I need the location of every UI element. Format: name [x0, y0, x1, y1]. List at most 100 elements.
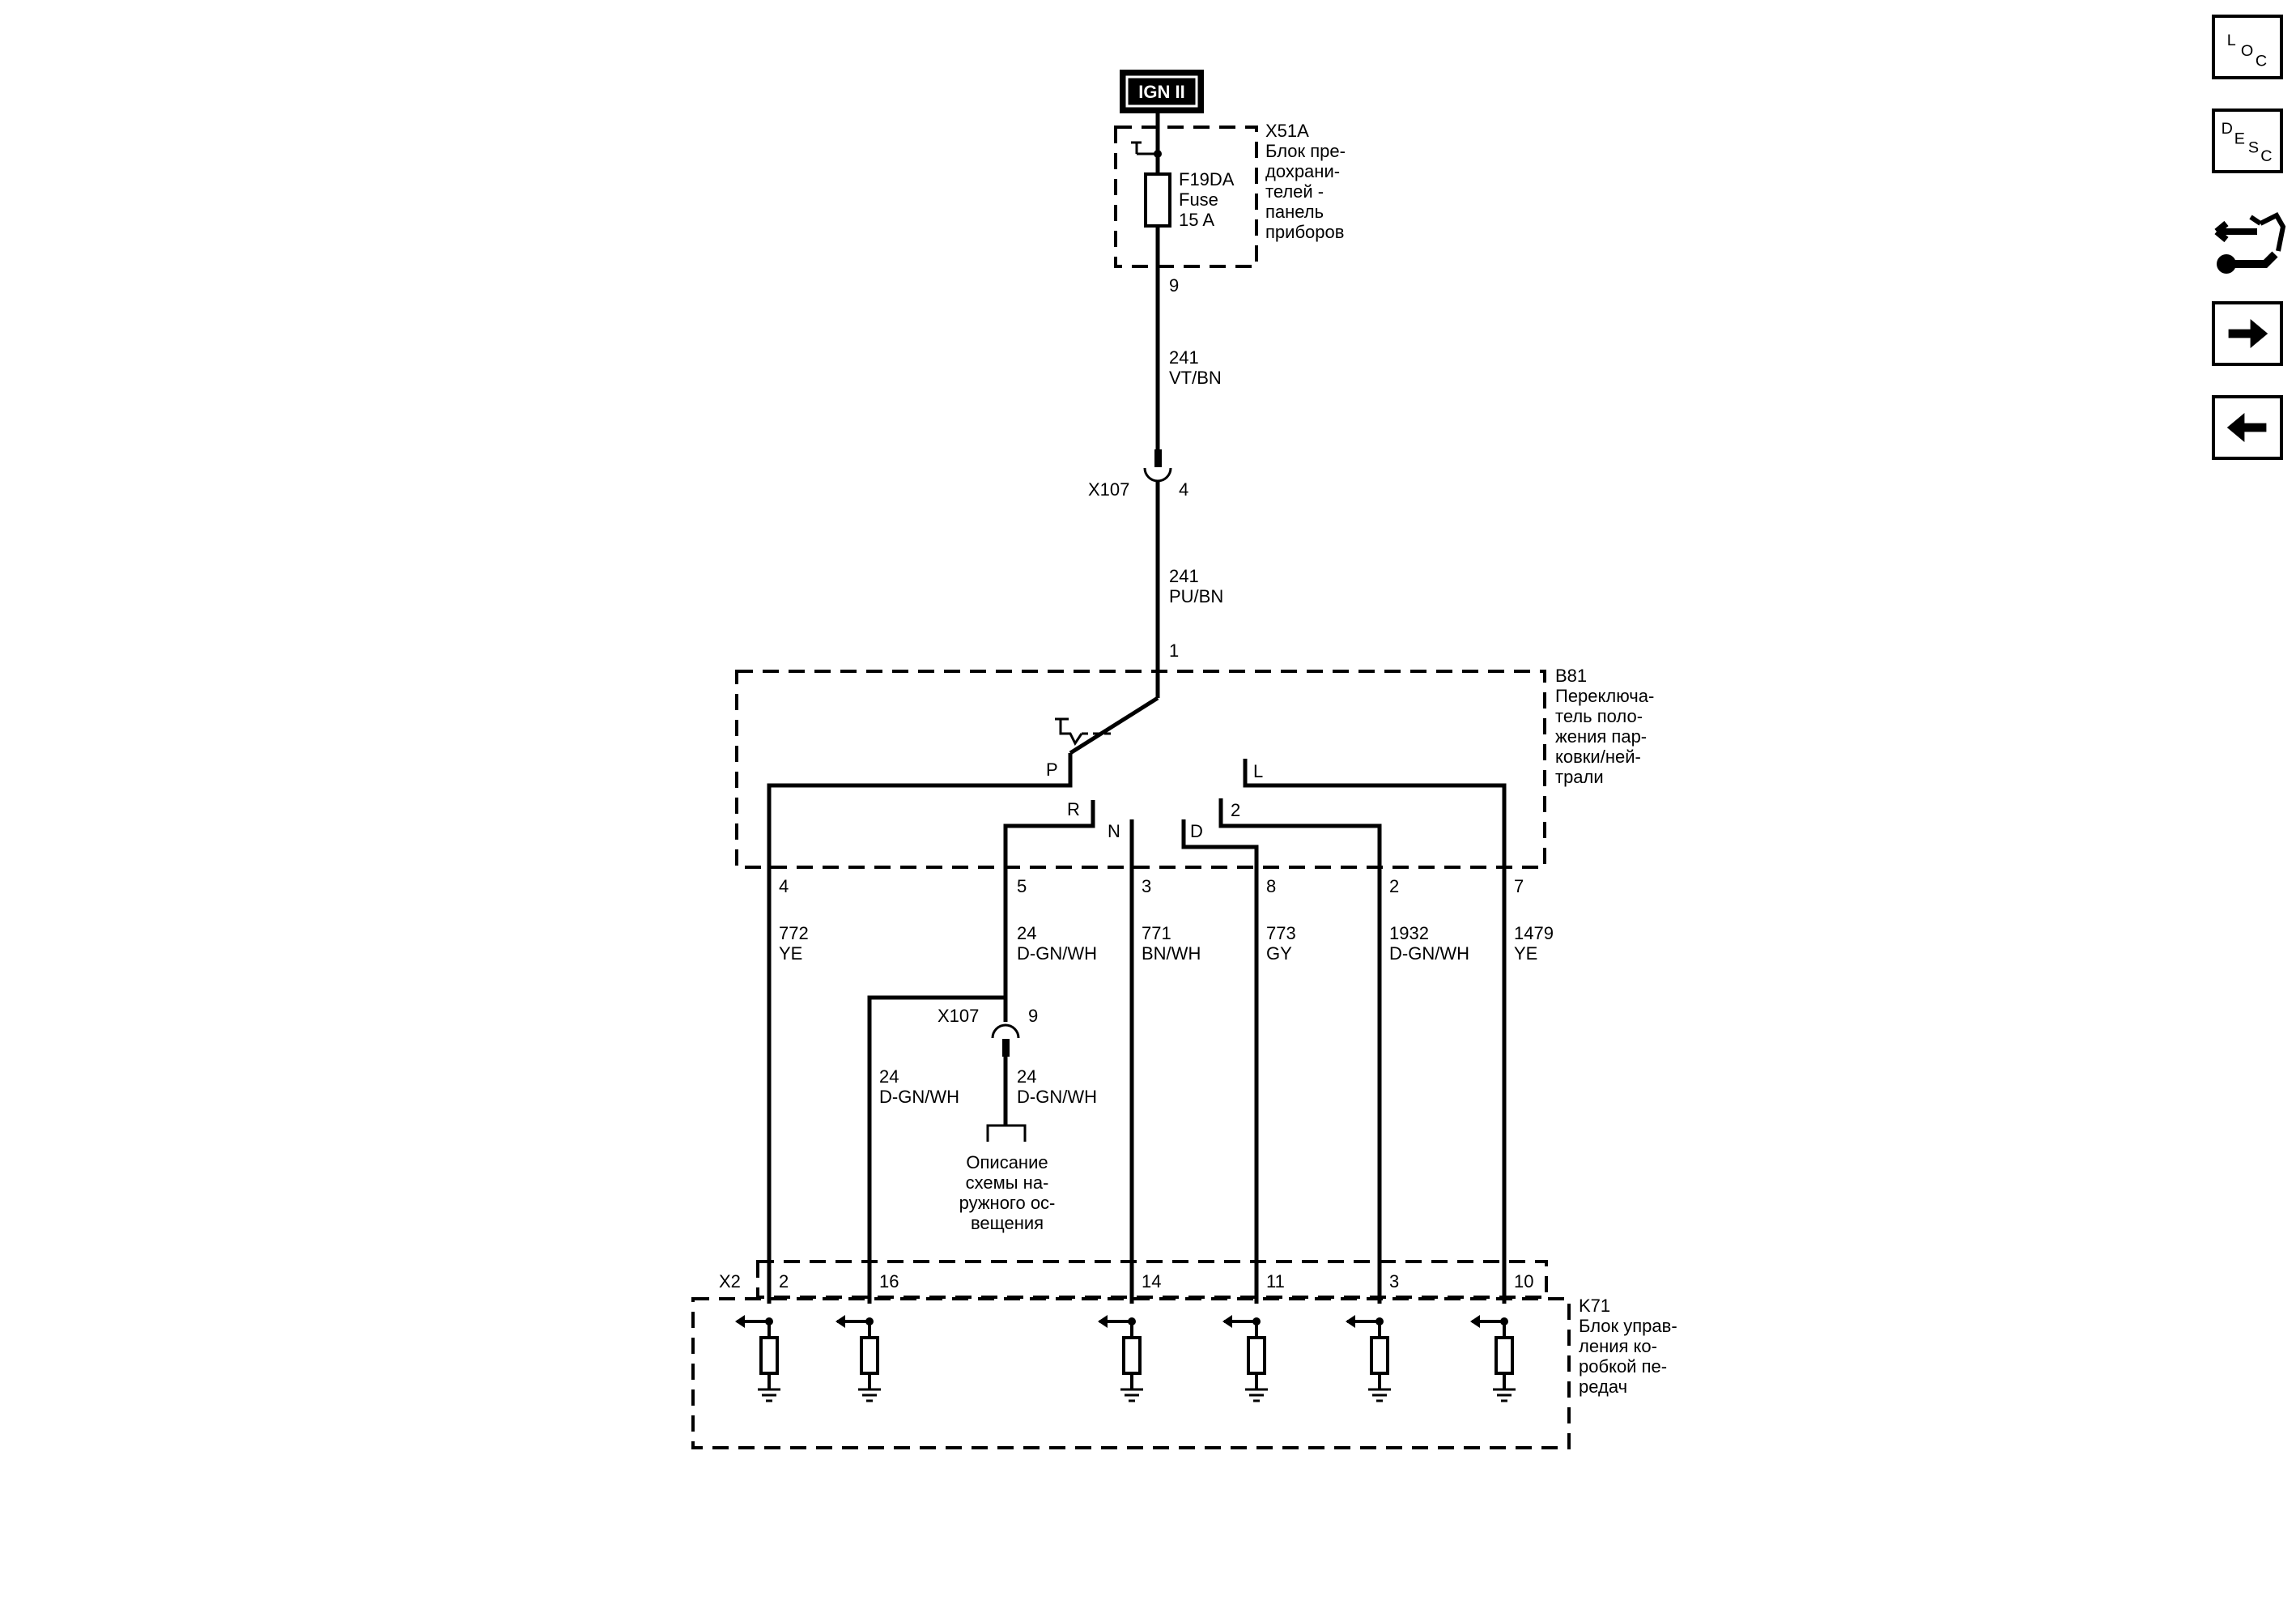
fuse-block-name-4: панель: [1265, 202, 1324, 222]
lighting-ref-line-2[interactable]: схемы на-: [966, 1172, 1049, 1193]
wire-top-color: VT/BN: [1169, 368, 1222, 388]
wire-772-color: YE: [779, 943, 802, 964]
desc-letter-s: S: [2248, 138, 2259, 156]
fuse-type: Fuse: [1179, 189, 1218, 210]
inline-connector-pin-top: 4: [1179, 479, 1188, 500]
inline-connector-id: X107: [1088, 479, 1129, 500]
switch-id: B81: [1555, 666, 1587, 686]
connector-end-view-icon: [2214, 212, 2286, 274]
desc-letter-c: C: [2260, 147, 2272, 165]
loc-letter-o: O: [2241, 42, 2253, 60]
tcm-connector-id: X2: [719, 1271, 741, 1291]
switch-out-pin-5: 5: [1017, 876, 1027, 896]
fuse-id: F19DA: [1179, 169, 1235, 189]
circuit-2-1932: [1218, 798, 1382, 1304]
switch-out-pin-4: 4: [779, 876, 789, 896]
switch-actuator-symbol: [1055, 717, 1083, 746]
tcm-name-3: робкой пе-: [1579, 1356, 1667, 1377]
wire-1932-circuit: 1932: [1389, 923, 1429, 943]
switch-name-5: трали: [1555, 767, 1604, 787]
next-arrow-icon: [2228, 319, 2268, 348]
fuse-block-id: X51A: [1265, 121, 1309, 141]
tcm-input-pin-3: [1346, 1315, 1391, 1402]
lighting-ref-line-1[interactable]: Описание: [966, 1152, 1048, 1172]
desc-icon: D E S C: [2222, 120, 2273, 165]
switch-pos-d: D: [1190, 821, 1203, 841]
wire-24-color: D-GN/WH: [1017, 943, 1097, 964]
tcm-pin-2: 2: [779, 1271, 789, 1291]
branch-left-circuit: 24: [879, 1066, 899, 1087]
tcm-pin-16: 16: [879, 1271, 899, 1291]
switch-out-pin-3: 3: [1142, 876, 1151, 896]
branch-down-circuit: 24: [1017, 1066, 1036, 1087]
tcm-input-pin-2: [735, 1315, 780, 1402]
switch-pos-p: P: [1046, 760, 1058, 780]
previous-button[interactable]: [2212, 395, 2283, 460]
wire-772-circuit: 772: [779, 923, 809, 943]
switch-pos-2: 2: [1231, 800, 1240, 820]
loc-button[interactable]: L O C: [2212, 15, 2283, 79]
splice-connector-id: X107: [938, 1006, 979, 1026]
lighting-ref-line-4[interactable]: вещения: [971, 1213, 1044, 1233]
wire-1932-color: D-GN/WH: [1389, 943, 1469, 964]
inline-connector-x107-pin4: [1143, 449, 1172, 483]
inline-connector-x107-pin9: [991, 1023, 1020, 1057]
switch-in-pin: 1: [1169, 640, 1179, 661]
wire-24-circuit: 24: [1017, 923, 1036, 943]
switch-wiper: [1069, 696, 1159, 755]
branch-down-color: D-GN/WH: [1017, 1087, 1097, 1107]
tcm-x2-connector-outline: [756, 1260, 1548, 1299]
desc-button[interactable]: D E S C: [2212, 109, 2283, 173]
wire-mid-color: PU/BN: [1169, 586, 1223, 606]
fuse-out-pin: 9: [1169, 275, 1179, 296]
switch-out-pin-2: 2: [1389, 876, 1399, 896]
switch-name-3: жения пар-: [1555, 726, 1647, 747]
branch-24-to-tcm: [867, 995, 1008, 1304]
tcm-k71-outline: [691, 1297, 1571, 1449]
next-button[interactable]: [2212, 301, 2283, 366]
tcm-input-pin-16: [835, 1315, 881, 1402]
wire-1479-circuit: 1479: [1514, 923, 1554, 943]
wire-771-color: BN/WH: [1142, 943, 1201, 964]
wire-771-circuit: 771: [1142, 923, 1171, 943]
wire-top-circuit: 241: [1169, 347, 1199, 368]
fuse-block-name-5: приборов: [1265, 222, 1344, 242]
circuit-d-773: [1181, 819, 1259, 1304]
wire-773-circuit: 773: [1266, 923, 1296, 943]
branch-left-color: D-GN/WH: [879, 1087, 959, 1107]
fuse-rating: 15 A: [1179, 210, 1214, 230]
connector-end-view-button[interactable]: [2209, 202, 2286, 283]
tcm-pin-10: 10: [1514, 1271, 1533, 1291]
ign-label: IGN II: [1138, 82, 1184, 102]
switch-name-2: тель поло-: [1555, 706, 1643, 726]
desc-letter-e: E: [2234, 130, 2245, 148]
previous-arrow-icon: [2226, 413, 2267, 442]
desc-letter-d: D: [2222, 120, 2233, 138]
tcm-name-2: ления ко-: [1579, 1336, 1657, 1356]
tcm-input-pin-11: [1222, 1315, 1268, 1402]
switch-name-4: ковки/ней-: [1555, 747, 1641, 767]
tcm-pin-14: 14: [1142, 1271, 1161, 1291]
tcm-input-circuits: [735, 1315, 1516, 1402]
reference-bracket-symbol: [986, 1124, 1027, 1142]
fuse-block-name-2: дохрани-: [1265, 161, 1340, 181]
splice-connector-pin: 9: [1028, 1006, 1038, 1026]
switch-pos-l: L: [1253, 761, 1263, 781]
fuse-block-bus-symbol: [1131, 141, 1158, 155]
circuit-p-772: [767, 753, 1073, 1304]
switch-name-1: Переключа-: [1555, 686, 1654, 706]
fuse-block-name-3: телей -: [1265, 181, 1324, 202]
circuit-l-1479: [1243, 759, 1507, 1304]
lighting-ref-line-3[interactable]: ружного ос-: [959, 1193, 1056, 1213]
tcm-input-pin-14: [1098, 1315, 1143, 1402]
switch-out-pin-7: 7: [1514, 876, 1524, 896]
loc-icon: L O C: [2227, 32, 2267, 70]
circuit-r-24: [1003, 800, 1095, 1008]
switch-pos-n: N: [1108, 821, 1120, 841]
loc-letter-c: C: [2256, 52, 2267, 70]
ign-power-source: IGN II: [1120, 70, 1204, 113]
wire-1479-color: YE: [1514, 943, 1537, 964]
loc-letter-l: L: [2227, 32, 2236, 49]
switch-pos-r: R: [1067, 799, 1080, 819]
